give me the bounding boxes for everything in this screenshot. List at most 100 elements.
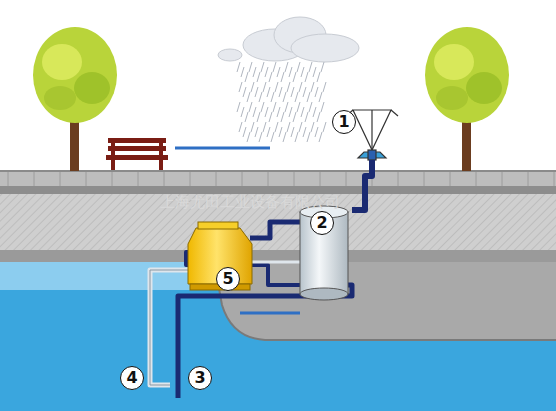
rain-streak	[255, 87, 258, 97]
rain-streak	[311, 122, 314, 132]
slab-joint	[242, 172, 243, 186]
rain-streak	[247, 132, 250, 142]
rain-streak	[301, 107, 304, 117]
rain-streak	[249, 102, 252, 112]
slab-joint	[216, 172, 217, 186]
rain-streak	[267, 127, 270, 137]
rain-streak	[281, 112, 284, 122]
bench	[106, 138, 168, 170]
slab-joint	[138, 172, 139, 186]
slab-joint	[268, 172, 269, 186]
rain-streak	[291, 87, 294, 97]
slab-joint	[190, 172, 191, 186]
rain-streak	[313, 107, 316, 117]
rain-streak	[303, 87, 306, 97]
rain-streak	[257, 72, 260, 82]
rain-streak	[257, 112, 260, 122]
cloud	[218, 17, 359, 62]
rain-streak	[259, 92, 262, 102]
rain-streak	[251, 122, 254, 132]
rain-streak	[289, 67, 292, 77]
slab-joint	[294, 172, 295, 186]
rain-streak	[317, 72, 320, 82]
rain-streak	[299, 122, 302, 132]
rain-streak	[305, 112, 308, 122]
slab-joint	[424, 172, 425, 186]
rain-streak	[285, 102, 288, 112]
callout-number: 5	[216, 267, 240, 291]
rain-streak	[247, 92, 250, 102]
rain-streak	[293, 72, 296, 82]
callout-number: 2	[310, 211, 334, 235]
slab-joint	[8, 172, 9, 186]
rain-streak	[265, 67, 268, 77]
rain-streak	[241, 107, 244, 117]
slab-joint	[34, 172, 35, 186]
slab-joint	[346, 172, 347, 186]
rain-streak	[283, 132, 286, 142]
rain-streak	[303, 127, 306, 137]
rain-streak	[269, 112, 272, 122]
rain-streak	[241, 67, 244, 77]
rain-streak	[243, 127, 246, 137]
rain-streak	[275, 122, 278, 132]
rain-streak	[309, 102, 312, 112]
rain-streak	[297, 102, 300, 112]
rain-streak	[319, 132, 322, 142]
rain-streak	[293, 112, 296, 122]
rain-streak	[259, 132, 262, 142]
rain-streak	[321, 102, 324, 112]
rain-streak	[271, 132, 274, 142]
slab-joint	[398, 172, 399, 186]
rain-streak	[263, 122, 266, 132]
slab-joint	[476, 172, 477, 186]
rain-streak	[261, 62, 264, 72]
rain-streak	[265, 107, 268, 117]
rain-streak	[253, 67, 256, 77]
rain-streak	[301, 67, 304, 77]
rain-streak	[239, 82, 242, 92]
rain-streak	[275, 82, 278, 92]
rain-streak	[245, 112, 248, 122]
pressure-tank	[300, 206, 348, 300]
rain-streak	[311, 82, 314, 92]
watermark: 上海尤田工业设备有限公司	[160, 193, 340, 212]
rain-streak	[315, 127, 318, 137]
rain-streak	[317, 112, 320, 122]
rain-streak	[269, 72, 272, 82]
slab-joint	[60, 172, 61, 186]
rain-streak	[249, 62, 252, 72]
rain-streak	[271, 92, 274, 102]
rain-streak	[263, 82, 266, 92]
callout-number: 1	[332, 110, 356, 134]
slab-joint	[112, 172, 113, 186]
rain-streak	[277, 107, 280, 117]
rain-streak	[287, 122, 290, 132]
rain-streak	[273, 62, 276, 72]
callout-number: 3	[188, 366, 212, 390]
rain-streak	[299, 82, 302, 92]
rain-streak	[297, 62, 300, 72]
rain-streak	[277, 67, 280, 77]
rain-streak	[289, 107, 292, 117]
rain-streak	[279, 87, 282, 97]
rain-streak	[255, 127, 258, 137]
rain-streak	[267, 87, 270, 97]
slab-joint	[320, 172, 321, 186]
rain-streak	[323, 82, 326, 92]
rain-streak	[287, 82, 290, 92]
rain-streak	[237, 102, 240, 112]
rain-streak	[307, 132, 310, 142]
rain-streak	[253, 107, 256, 117]
rain-streak	[323, 122, 326, 132]
rain-streak	[243, 87, 246, 97]
slab-joint	[502, 172, 503, 186]
rain-streak	[237, 62, 240, 72]
rain-streak	[319, 92, 322, 102]
callout-number: 4	[120, 366, 144, 390]
tree	[33, 27, 117, 171]
rain-streak	[313, 67, 316, 77]
slab-joint	[86, 172, 87, 186]
slab-joint	[528, 172, 529, 186]
rain-streak	[281, 72, 284, 82]
